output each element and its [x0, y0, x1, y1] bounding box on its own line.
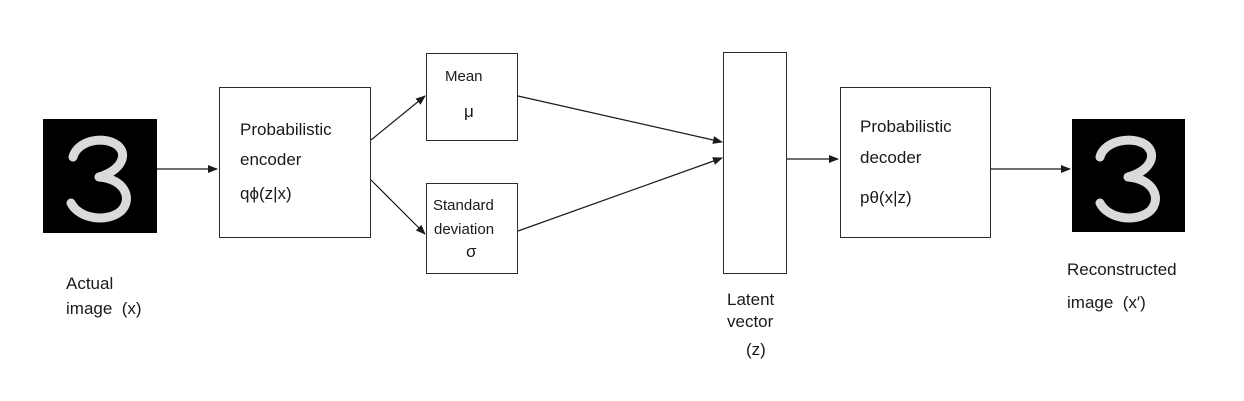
arrow-encoder-to-mean	[370, 95, 426, 141]
latent-label-line2: vector	[727, 312, 774, 331]
output-label-line1: Reconstructed	[1067, 260, 1177, 279]
mean-title: Mean	[445, 68, 483, 85]
digit-three-icon	[66, 135, 131, 223]
mean-symbol: μ	[464, 102, 474, 121]
stddev-title-line2: deviation	[434, 221, 495, 238]
encoder-formula: qϕ(z|x)	[240, 184, 292, 203]
decoder-formula: pθ(x|z)	[860, 188, 912, 207]
arrow-stddev-to-latent	[517, 157, 723, 232]
reconstructed-digit-image	[1072, 119, 1185, 232]
arrow-mean-to-latent	[517, 95, 723, 144]
latent-label-line3: (z)	[746, 340, 766, 359]
input-digit-image	[43, 119, 157, 233]
input-label-line1: Actual	[66, 274, 114, 293]
encoder-box	[219, 87, 371, 238]
stddev-title-line1: Standard	[433, 197, 494, 214]
output-label-line2: image (x′)	[1067, 293, 1146, 312]
latent-vector-box	[723, 52, 787, 274]
decoder-title-line1: Probabilistic	[860, 117, 952, 136]
stddev-symbol: σ	[466, 242, 477, 261]
latent-label-line1: Latent	[727, 290, 775, 309]
encoder-title-line1: Probabilistic	[240, 120, 332, 139]
digit-three-icon	[1095, 135, 1160, 223]
decoder-box	[840, 87, 991, 238]
decoder-title-line2: decoder	[860, 148, 922, 167]
input-label-line2: image (x)	[66, 299, 142, 318]
encoder-title-line2: encoder	[240, 150, 302, 169]
arrow-encoder-to-stddev	[370, 179, 426, 235]
stddev-box	[426, 183, 518, 274]
mean-box	[426, 53, 518, 141]
